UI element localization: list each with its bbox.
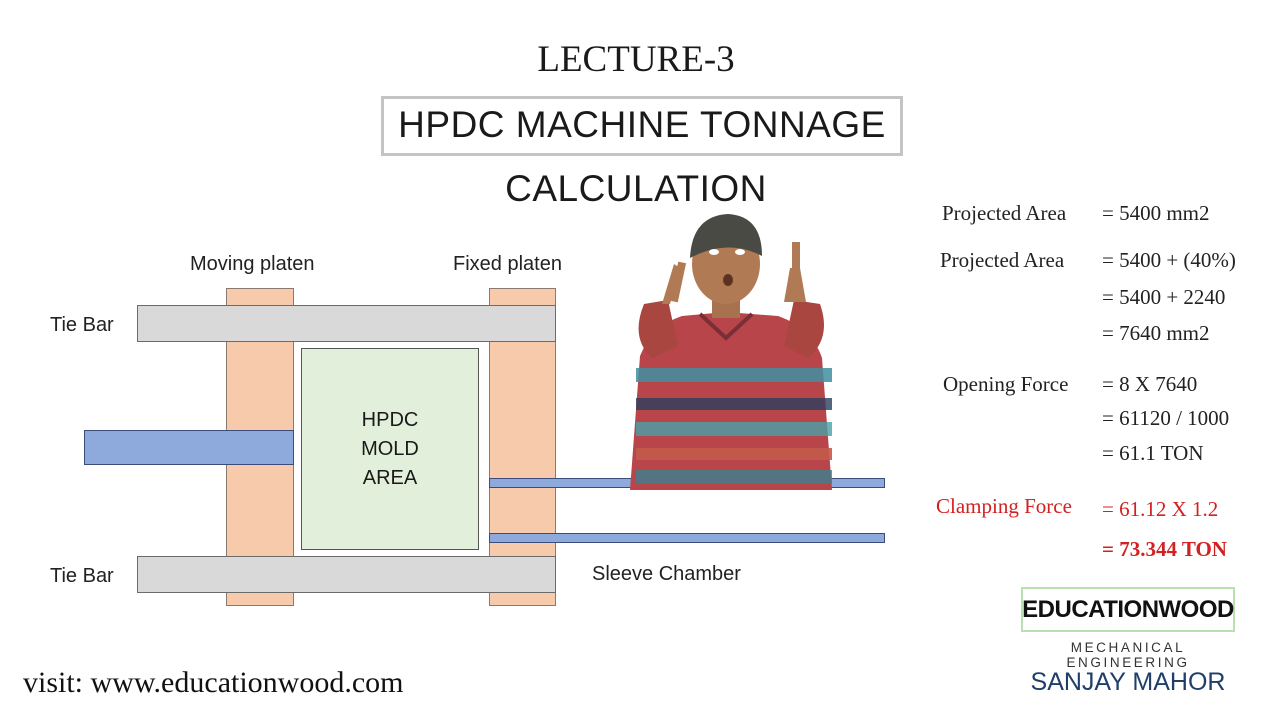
title-frame: [381, 96, 903, 156]
brand-logo: EDUCATIONWOOD: [1022, 596, 1234, 623]
page-subtitle: CALCULATION: [505, 168, 767, 209]
projected-area-label-2: Projected Area: [940, 248, 1065, 272]
sleeve-bottom-wall: [489, 533, 885, 543]
brand-logo-frame: [1021, 587, 1235, 632]
tie-bar-bottom-label: Tie Bar: [50, 565, 114, 587]
projected-area-value-1: = 5400 mm2: [1102, 201, 1210, 225]
projected-area-label-1: Projected Area: [942, 201, 1067, 225]
tie-bar-top-label: Tie Bar: [50, 314, 114, 336]
fixed-platen-label: Fixed platen: [453, 253, 562, 275]
lecture-number: LECTURE-3: [537, 39, 735, 80]
sleeve-chamber-label: Sleeve Chamber: [592, 563, 741, 585]
website-link[interactable]: visit: www.educationwood.com: [23, 666, 404, 699]
page-title: HPDC MACHINE TONNAGE: [398, 104, 886, 145]
opening-force-step-1: = 8 X 7640: [1102, 372, 1198, 396]
brand-tagline: MECHANICAL ENGINEERING: [1066, 640, 1190, 670]
mold-area-label: HPDC MOLD AREA: [361, 409, 419, 489]
person-pointing-up-icon: [630, 214, 832, 490]
mold-area: [301, 348, 479, 550]
opening-force-result: = 61.1 TON: [1102, 441, 1204, 465]
author-name: SANJAY MAHOR: [1030, 668, 1226, 696]
projected-area-result: = 7640 mm2: [1102, 321, 1210, 345]
projected-area-step-2: = 5400 + 2240: [1102, 285, 1226, 309]
clamping-force-result: = 73.344 TON: [1102, 537, 1227, 561]
opening-force-step-2: = 61120 / 1000: [1102, 406, 1230, 430]
clamping-force-label: Clamping Force: [936, 494, 1072, 518]
opening-force-label: Opening Force: [943, 372, 1069, 396]
tie-bar-top: [137, 305, 556, 342]
clamping-force-step-1: = 61.12 X 1.2: [1102, 497, 1219, 521]
projected-area-step-1: = 5400 + (40%): [1102, 248, 1236, 272]
tie-bar-bottom: [137, 556, 556, 593]
ejector-plunger: [84, 430, 294, 465]
moving-platen-label: Moving platen: [190, 253, 315, 275]
